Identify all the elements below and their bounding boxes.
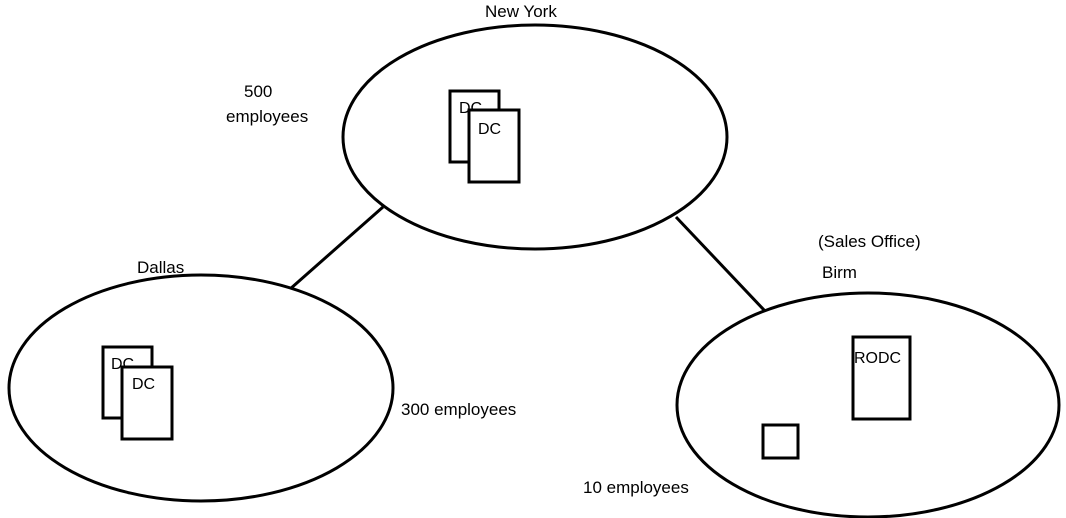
site-dallas-ellipse	[7, 273, 395, 503]
site-birm-name: Birm	[822, 263, 857, 282]
site-new-york: New York 500 employees DC DC	[226, 2, 729, 251]
site-new-york-employees-line2: employees	[226, 107, 308, 126]
site-birm-employees: 10 employees	[583, 478, 689, 497]
site-birm-note: (Sales Office)	[818, 232, 921, 251]
site-dallas-employees: 300 employees	[401, 400, 516, 419]
site-new-york-employees-line1: 500	[244, 82, 272, 101]
site-new-york-employees: 500 employees	[226, 82, 308, 126]
site-birm-rodc-label: RODC	[854, 350, 901, 367]
site-new-york-name: New York	[485, 2, 557, 21]
site-new-york-ellipse	[341, 23, 729, 251]
site-dallas-dc-front-label: DC	[132, 376, 155, 393]
link-newyork-dallas	[280, 205, 384, 299]
site-birm-small-device	[761, 423, 800, 460]
site-new-york-dc-front: DC	[467, 108, 521, 184]
site-new-york-dc-front-label: DC	[478, 121, 501, 138]
site-birm-rodc: RODC	[851, 335, 912, 421]
site-birm: (Sales Office) Birm 10 employees RODC	[583, 232, 1061, 518]
site-dallas-name: Dallas	[137, 258, 184, 277]
site-dallas-dc-front: DC	[120, 365, 174, 441]
link-newyork-birm	[674, 215, 767, 313]
site-dallas: Dallas 300 employees DC DC	[7, 258, 516, 503]
